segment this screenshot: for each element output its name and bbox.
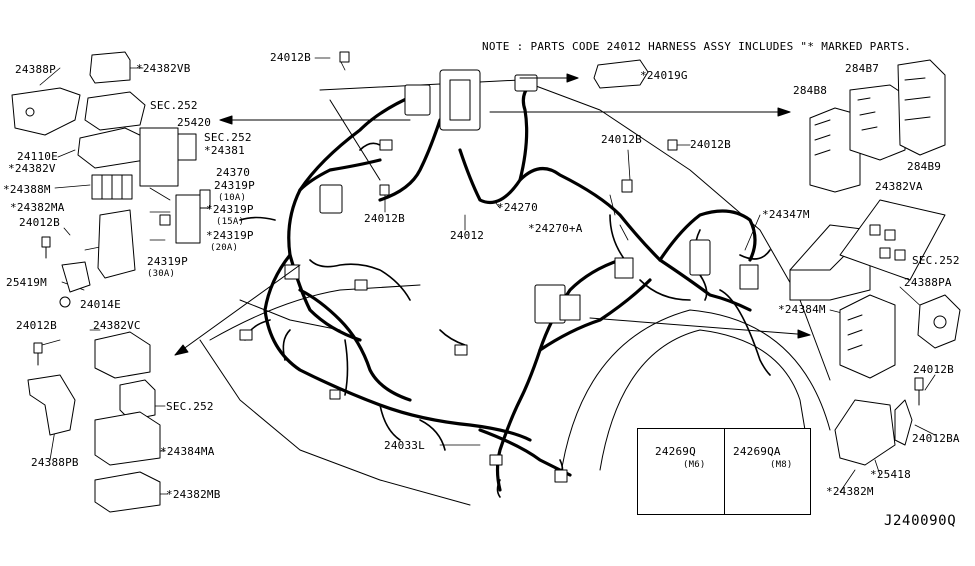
label-24319P-10: 24319P xyxy=(214,179,255,192)
relay-24382VB xyxy=(89,51,131,84)
label-24382VB: *24382VB xyxy=(136,62,191,75)
fuse-box-24382MA xyxy=(97,209,136,279)
fuse-rack-24388M xyxy=(91,174,133,200)
box-24384MA xyxy=(94,411,161,466)
label-24382V: *24382V xyxy=(8,162,56,175)
label-24110E: 24110E xyxy=(17,150,58,163)
relay-box-284B8 xyxy=(809,107,861,193)
fuse-box-24382V xyxy=(77,127,151,169)
bracket-24388P xyxy=(11,87,81,136)
label-24319P-15: *24319P xyxy=(206,203,254,216)
label-24384M: *24384M xyxy=(778,303,826,316)
label-24381: *24381 xyxy=(204,144,245,157)
label-24270A: *24270+A xyxy=(528,222,583,235)
label-24033L: 24033L xyxy=(384,439,425,452)
label-24319P-20: *24319P xyxy=(206,229,254,242)
diagram-code: J240090Q xyxy=(884,513,957,529)
fuse-block-284B7 xyxy=(849,84,906,161)
box-24382MB xyxy=(94,471,161,513)
harness-connectors xyxy=(239,69,759,483)
label-284B9: 284B9 xyxy=(907,160,942,173)
label-24319P-30: 24319P xyxy=(147,255,188,268)
grommet-24014E xyxy=(59,296,71,308)
clip-m6-size: (M6) xyxy=(683,460,706,470)
label-25419M: 25419M xyxy=(6,276,47,289)
label-24382M: *24382M xyxy=(826,485,874,498)
label-24270: *24270 xyxy=(497,201,538,214)
clip-m8-size: (M8) xyxy=(770,460,793,470)
relay-24381 xyxy=(177,133,197,161)
label-24012: 24012 xyxy=(450,229,485,242)
label-sec252-a: SEC.252 xyxy=(150,99,198,112)
label-sec252-d: SEC.252 xyxy=(166,400,214,413)
label-sec252-c: SEC.252 xyxy=(912,254,960,267)
label-24382VA: 24382VA xyxy=(875,180,923,193)
clip-m6-code: 24269Q xyxy=(655,445,696,458)
label-24014E: 24014E xyxy=(80,298,121,311)
label-24012B-mid: 24012B xyxy=(364,212,405,225)
bolt-24012B-mid xyxy=(379,184,390,196)
label-25420: 25420 xyxy=(177,116,212,129)
label-24382MA: *24382MA xyxy=(10,201,65,214)
bolt-24012B-top xyxy=(339,51,350,63)
bracket-24388PB xyxy=(27,374,76,436)
relay-sec252 xyxy=(119,379,156,421)
connector-24019G xyxy=(593,59,649,89)
label-24012B-top: 24012B xyxy=(270,51,311,64)
bolt-24012B-left-a xyxy=(41,236,51,259)
label-20A: (20A) xyxy=(210,243,239,253)
label-24370: 24370 xyxy=(216,166,251,179)
clip-legend-divider xyxy=(724,428,725,514)
bolt-24012B-left-b xyxy=(33,342,43,366)
bracket-24012BA xyxy=(894,399,913,446)
label-284B7: 284B7 xyxy=(845,62,880,75)
label-24388PB: 24388PB xyxy=(31,456,79,469)
bolt-24012B-r1 xyxy=(621,179,633,193)
bracket-25419M xyxy=(61,261,91,293)
label-25418: *25418 xyxy=(870,468,911,481)
label-24382MB: *24382MB xyxy=(166,488,221,501)
fuse-block-284B9 xyxy=(897,59,946,156)
bolt-24012B-r2 xyxy=(667,139,678,151)
relay-panel xyxy=(839,199,946,281)
label-24012B-r1: 24012B xyxy=(601,133,642,146)
label-10A: (10A) xyxy=(218,193,247,203)
main-harness xyxy=(263,83,757,492)
label-24388PA: 24388PA xyxy=(904,276,952,289)
fuse-set xyxy=(159,189,211,244)
label-30A: (30A) xyxy=(147,269,176,279)
label-24382VC: 24382VC xyxy=(93,319,141,332)
label-24012B-left-a: 24012B xyxy=(19,216,60,229)
clip-m8-code: 24269QA xyxy=(733,445,781,458)
bolt-right xyxy=(914,377,924,406)
relay-block xyxy=(84,91,146,131)
label-24012B-left-b: 24012B xyxy=(16,319,57,332)
relay-24382VC xyxy=(94,331,151,379)
relay-25420 xyxy=(139,127,179,187)
parts-note: NOTE : PARTS CODE 24012 HARNESS ASSY INC… xyxy=(482,40,912,53)
label-24012BA: 24012BA xyxy=(912,432,960,445)
label-24388P: 24388P xyxy=(15,63,56,76)
tray-24382M xyxy=(834,399,896,466)
bracket-24388PA xyxy=(917,294,961,349)
label-24388M: *24388M xyxy=(3,183,51,196)
label-sec252-b: SEC.252 xyxy=(204,131,252,144)
label-24012B-r2: 24012B xyxy=(690,138,731,151)
label-24347M: *24347M xyxy=(762,208,810,221)
label-24384MA: *24384MA xyxy=(160,445,215,458)
leader-arrows xyxy=(174,73,811,356)
label-284B8: 284B8 xyxy=(793,84,828,97)
fuse-holder-24384M xyxy=(839,294,896,379)
label-24012B-r3: 24012B xyxy=(913,363,954,376)
label-24019G: *24019G xyxy=(640,69,688,82)
label-15A: (15A) xyxy=(216,217,245,227)
